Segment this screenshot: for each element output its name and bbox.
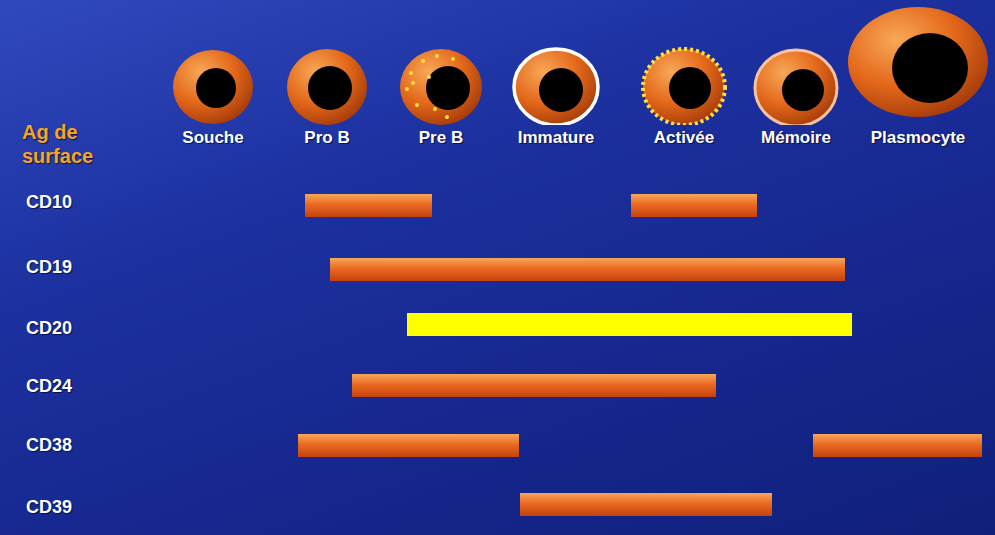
cell-nucleus bbox=[196, 68, 236, 108]
cell-stage: Activée bbox=[639, 0, 729, 160]
cell-stage: Pre B bbox=[396, 0, 486, 160]
granule-dot bbox=[409, 71, 413, 75]
cell-body bbox=[755, 50, 837, 125]
expression-bar bbox=[298, 434, 519, 457]
cell-drawing bbox=[283, 0, 371, 125]
cell-body bbox=[643, 49, 725, 125]
antigen-label: CD19 bbox=[26, 257, 72, 278]
stage-label: Plasmocyte bbox=[844, 128, 992, 148]
granule-dot bbox=[411, 81, 415, 85]
axis-heading: Ag de surface bbox=[22, 120, 114, 168]
cell-stage: Souche bbox=[169, 0, 257, 160]
cell-stage: Pro B bbox=[283, 0, 371, 160]
cell-body bbox=[173, 50, 253, 124]
expression-bar bbox=[305, 194, 432, 217]
expression-bar bbox=[631, 194, 757, 217]
cell-nucleus bbox=[426, 66, 470, 110]
cell-stage: Mémoire bbox=[751, 0, 841, 160]
cell-stage: Immature bbox=[510, 0, 602, 160]
granule-dot bbox=[427, 75, 431, 79]
cell-body bbox=[287, 49, 367, 125]
cell-nucleus bbox=[669, 67, 711, 109]
cell-stage: Plasmocyte bbox=[844, 0, 992, 160]
cell-nucleus bbox=[892, 33, 968, 103]
granule-dot bbox=[435, 54, 439, 58]
cell-drawing bbox=[751, 0, 841, 125]
cell-body bbox=[400, 49, 482, 125]
stage-label: Activée bbox=[639, 128, 729, 148]
expression-bar bbox=[520, 493, 772, 516]
cell-drawing bbox=[169, 0, 257, 125]
cell-drawing bbox=[396, 0, 486, 125]
cell-nucleus bbox=[539, 68, 583, 112]
cell-body bbox=[514, 49, 598, 125]
cell-drawing bbox=[510, 0, 602, 125]
stage-label: Souche bbox=[169, 128, 257, 148]
antigen-label: CD24 bbox=[26, 376, 72, 397]
expression-bar bbox=[330, 258, 845, 281]
antigen-label: CD38 bbox=[26, 435, 72, 456]
stage-label: Mémoire bbox=[751, 128, 841, 148]
cell-body bbox=[848, 7, 988, 117]
stage-label: Immature bbox=[510, 128, 602, 148]
granule-dot bbox=[415, 103, 419, 107]
expression-bar bbox=[407, 313, 852, 336]
stage-label: Pre B bbox=[396, 128, 486, 148]
granule-dot bbox=[421, 59, 425, 63]
granule-dot bbox=[405, 87, 409, 91]
cell-nucleus bbox=[782, 69, 824, 111]
expression-bar bbox=[813, 434, 982, 457]
antigen-label: CD39 bbox=[26, 497, 72, 518]
expression-bar bbox=[352, 374, 716, 397]
antigen-label: CD10 bbox=[26, 192, 72, 213]
stage-label: Pro B bbox=[283, 128, 371, 148]
granule-dot bbox=[451, 57, 455, 61]
granule-dot bbox=[433, 107, 437, 111]
antigen-label: CD20 bbox=[26, 318, 72, 339]
cell-drawing bbox=[639, 0, 729, 125]
cell-drawing bbox=[844, 0, 992, 125]
cell-nucleus bbox=[308, 66, 352, 110]
granule-dot bbox=[445, 115, 449, 119]
